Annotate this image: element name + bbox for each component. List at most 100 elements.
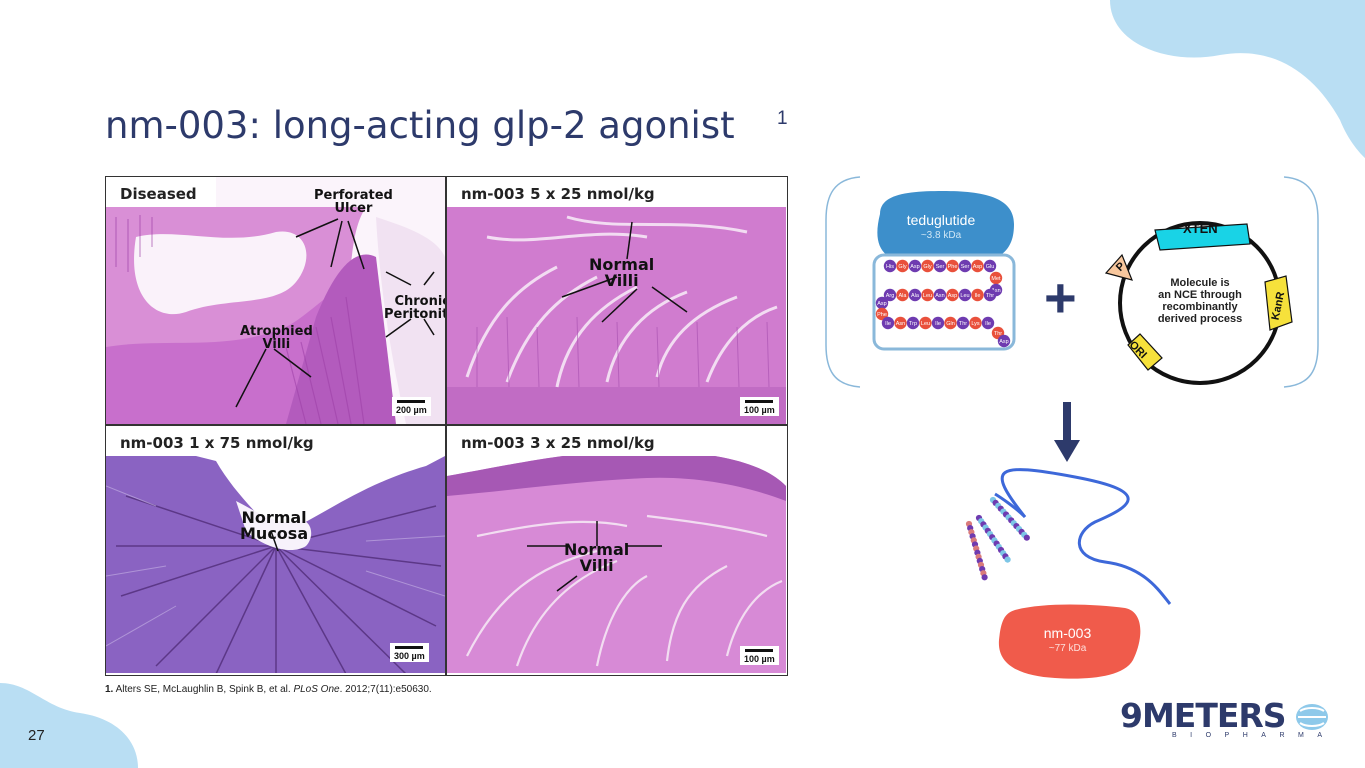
peptide-residue-label: Trp bbox=[909, 321, 917, 327]
annotation-normal-mucosa: Normal Mucosa bbox=[240, 508, 309, 543]
teduglutide-mass: ~3.8 kDa bbox=[920, 230, 962, 241]
peptide-residue bbox=[989, 271, 1003, 285]
peptide-residue bbox=[983, 259, 997, 273]
peptide-residue bbox=[883, 259, 897, 273]
peptide-residue-label: Asp bbox=[877, 301, 886, 307]
peptide-residue bbox=[981, 316, 995, 330]
villi-tissue-image bbox=[447, 426, 786, 673]
scale-bar-diseased: 200 µm bbox=[392, 397, 431, 416]
scale-bar-1x75: 300 µm bbox=[390, 643, 429, 662]
peptide-residue bbox=[894, 316, 907, 330]
scale-bar-3x25: 100 µm bbox=[740, 646, 779, 665]
arrow-down-icon bbox=[1054, 402, 1080, 462]
annotation-perforated-ulcer: Perforated Ulcer bbox=[314, 188, 393, 216]
peptide-residue bbox=[896, 288, 909, 302]
annotation-atrophied-villi: Atrophied Villi bbox=[240, 324, 313, 352]
peptide-residue bbox=[881, 316, 895, 330]
peptide-residue-label: Met bbox=[991, 276, 1001, 282]
teduglutide-label: teduglutide bbox=[906, 212, 976, 228]
peptide-residue bbox=[946, 259, 959, 273]
peptide-residue-label: Glu bbox=[986, 264, 995, 270]
panel-label-1x75: nm-003 1 x 75 nmol/kg bbox=[120, 434, 314, 452]
panel-label-diseased: Diseased bbox=[120, 185, 197, 203]
peptide-residue bbox=[946, 288, 959, 302]
peptide-residue bbox=[958, 288, 972, 302]
plus-operator: + bbox=[1044, 266, 1077, 329]
peptide-residue-label: Asp bbox=[973, 264, 982, 270]
logo-wordmark: 9METERS bbox=[1120, 696, 1287, 735]
company-logo: 9METERS BIOPHARMA bbox=[1120, 696, 1335, 744]
peptide-residue-label: Asp bbox=[948, 293, 957, 299]
peptide-residue-label: Ile bbox=[985, 321, 991, 327]
peptide-residue bbox=[908, 259, 922, 273]
plasmid-description: Molecule is an NCE through recombinantly… bbox=[1157, 277, 1243, 325]
peptide-residue bbox=[958, 259, 972, 273]
mucosa-tissue-image bbox=[106, 426, 445, 673]
annotation-chronic-peritonitis: Chronic Peritonitis bbox=[384, 294, 445, 322]
villi-tissue-image bbox=[447, 177, 786, 424]
panel-label-background bbox=[106, 177, 216, 207]
peptide-residue-label: Leu bbox=[923, 293, 932, 299]
peptide-residue-label: Arg bbox=[886, 293, 895, 299]
peptide-residue bbox=[997, 334, 1011, 348]
panel-dose-5x25: nm-003 5 x 25 nmol/kg Normal Villi 100 µ… bbox=[447, 177, 786, 424]
peptide-residue-label: Ser bbox=[961, 264, 970, 270]
diseased-tissue-image bbox=[106, 177, 445, 424]
peptide-residue bbox=[875, 307, 889, 321]
panel-label-background bbox=[447, 426, 786, 456]
peptide-residue-label: Thr bbox=[959, 321, 967, 327]
intestine-icon bbox=[1296, 704, 1328, 730]
peptide-residue-label: Ile bbox=[935, 321, 941, 327]
peptide-residue-label: Asp bbox=[910, 264, 919, 270]
peptide-residue-label: Asn bbox=[935, 293, 944, 299]
title-reference-marker: 1 bbox=[777, 108, 788, 129]
peptide-residue-label: Ile bbox=[975, 293, 981, 299]
scale-bar-5x25: 100 µm bbox=[740, 397, 779, 416]
peptide-residue-label: Asn bbox=[991, 288, 1000, 294]
peptide-residue-label: Asp bbox=[999, 339, 1008, 345]
peptide-residue-label: Gln bbox=[946, 321, 955, 327]
peptide-residue-label: Gly bbox=[923, 264, 932, 270]
peptide-residue bbox=[944, 316, 957, 330]
peptide-residue-label: Ala bbox=[899, 293, 908, 299]
panel-dose-1x75: nm-003 1 x 75 nmol/kg Normal Mucosa 300 … bbox=[106, 426, 445, 673]
panel-diseased: Diseased Perforated Ulcer Chronic Perito… bbox=[106, 177, 445, 424]
helix-residue bbox=[1004, 556, 1011, 563]
teduglutide-blob bbox=[877, 191, 1014, 267]
panel-label-background bbox=[447, 177, 786, 207]
peptide-residue-label: Leu bbox=[960, 293, 969, 299]
peptide-residue-label: Thr bbox=[986, 293, 994, 299]
peptide-residue-label: Phe bbox=[877, 312, 887, 318]
peptide-residue bbox=[919, 316, 932, 330]
figure-divider-horizontal bbox=[106, 424, 787, 426]
panel-label-background bbox=[106, 426, 445, 456]
logo-tagline: BIOPHARMA bbox=[1172, 732, 1336, 739]
panel-dose-3x25: nm-003 3 x 25 nmol/kg Normal Villi 100 µ… bbox=[447, 426, 786, 673]
histology-figure: Diseased Perforated Ulcer Chronic Perito… bbox=[105, 176, 788, 676]
slide-title: nm-003: long-acting glp-2 agonist bbox=[105, 104, 735, 147]
peptide-residue bbox=[971, 288, 984, 302]
peptide-residue-label: Ala bbox=[911, 293, 920, 299]
nm-003-mass: ~77 kDa bbox=[1048, 643, 1087, 654]
page-number: 27 bbox=[28, 727, 45, 744]
peptide-residue bbox=[883, 288, 897, 302]
plasmid-segment-xten: XTEN bbox=[1183, 221, 1218, 236]
figure-divider-vertical bbox=[445, 177, 447, 675]
peptide-residue bbox=[896, 259, 909, 273]
peptide-residue-label: Leu bbox=[921, 321, 930, 327]
peptide-residue bbox=[875, 296, 889, 310]
nm-003-label: nm-003 bbox=[1043, 625, 1092, 641]
peptide-residue-label: Phe bbox=[948, 264, 958, 270]
nm-003-blob bbox=[998, 604, 1141, 679]
bracket-right bbox=[1283, 176, 1319, 388]
peptide-residue bbox=[971, 259, 984, 273]
peptide-residue bbox=[933, 288, 947, 302]
peptide-residue bbox=[933, 259, 947, 273]
plasmid-diagram bbox=[1104, 221, 1293, 385]
panel-label-5x25: nm-003 5 x 25 nmol/kg bbox=[461, 185, 655, 203]
peptide-residue bbox=[956, 316, 970, 330]
corner-blob-bottom-left bbox=[0, 683, 138, 768]
peptide-residue-label: Ser bbox=[936, 264, 945, 270]
panel-label-3x25: nm-003 3 x 25 nmol/kg bbox=[461, 434, 655, 452]
annotation-normal-villi: Normal Villi bbox=[564, 540, 630, 575]
